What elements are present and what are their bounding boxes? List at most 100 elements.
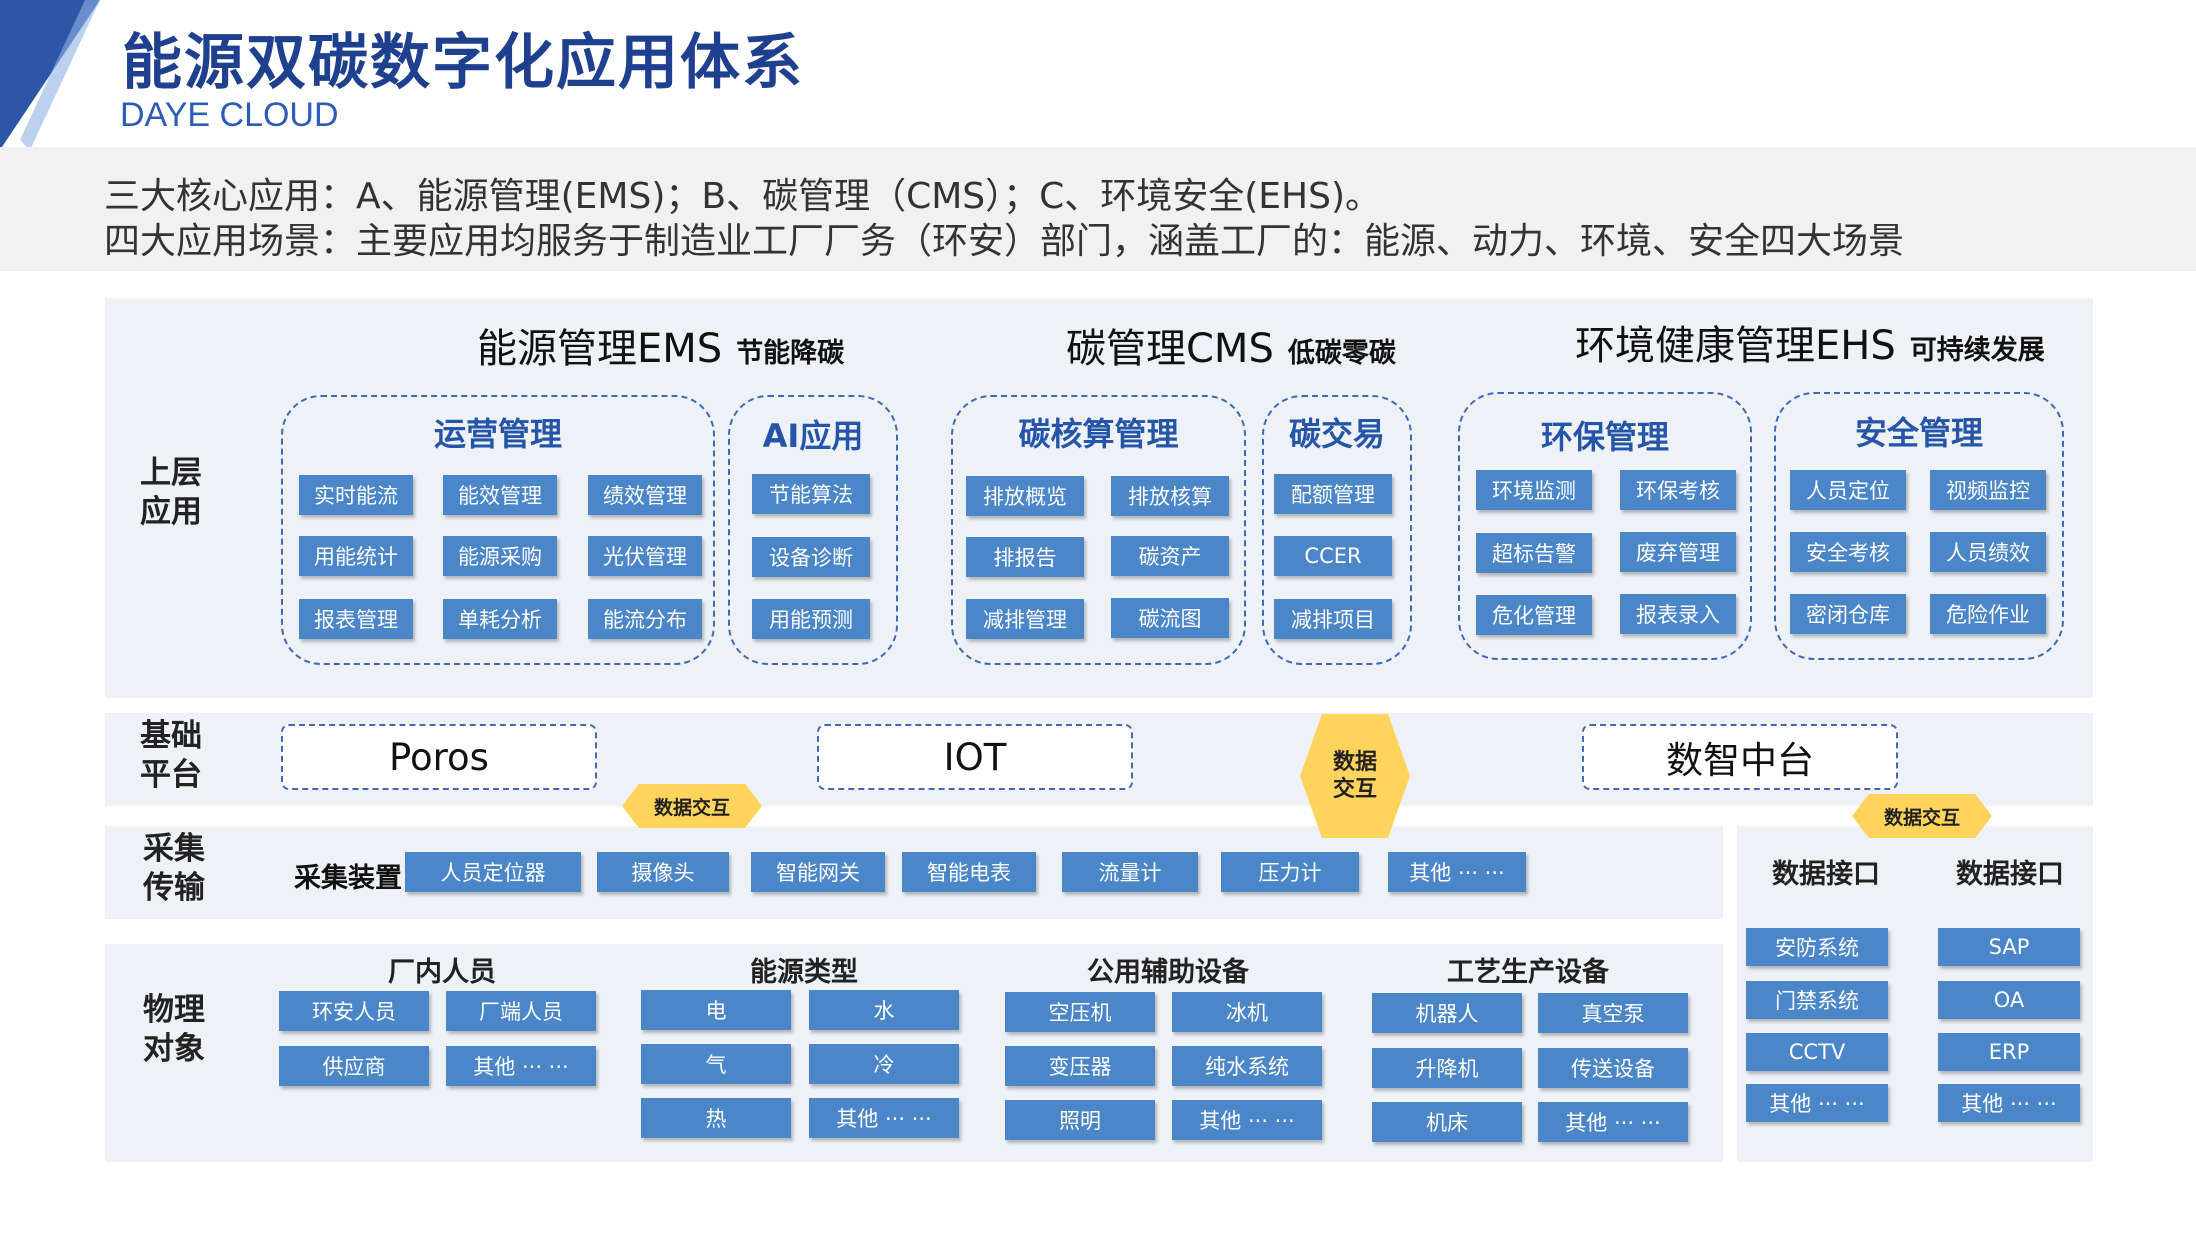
chip-interface-left[interactable]: 门禁系统 [1746, 981, 1888, 1019]
group-operations: 运营管理 [281, 395, 715, 665]
layer-label-base-text: 基础 平台 [140, 718, 202, 793]
chip-ai[interactable]: 设备诊断 [752, 537, 870, 577]
platform-iot[interactable]: IOT [817, 724, 1133, 790]
chip-safety[interactable]: 密闭仓库 [1790, 594, 1906, 634]
chip-safety[interactable]: 危险作业 [1930, 594, 2046, 634]
chip-carbon[interactable]: 排放概览 [966, 476, 1084, 516]
group-environment: 环保管理 [1458, 392, 1752, 660]
chip-interface-right[interactable]: OA [1938, 981, 2080, 1019]
chip-carbon[interactable]: 碳流图 [1111, 598, 1229, 638]
chip-physical-process[interactable]: 真空泵 [1538, 993, 1688, 1033]
chip-collect[interactable]: 智能电表 [902, 852, 1036, 892]
chip-ops[interactable]: 绩效管理 [588, 475, 702, 515]
chip-physical-utility[interactable]: 变压器 [1005, 1046, 1155, 1086]
chip-physical-process[interactable]: 其他 ··· ··· [1538, 1102, 1688, 1142]
data-exchange-banner-right: 数据交互 [1852, 794, 1992, 838]
chip-physical-utility[interactable]: 纯水系统 [1172, 1046, 1322, 1086]
chip-interface-left[interactable]: 安防系统 [1746, 928, 1888, 966]
chip-trade[interactable]: 减排项目 [1274, 599, 1392, 639]
chip-ops[interactable]: 能源采购 [443, 536, 557, 576]
chip-safety[interactable]: 安全考核 [1790, 532, 1906, 572]
chip-env[interactable]: 危化管理 [1476, 595, 1592, 635]
chip-interface-right[interactable]: ERP [1938, 1033, 2080, 1071]
summary-band: 三大核心应用：A、能源管理(EMS)；B、碳管理（CMS）；C、环境安全(EHS… [0, 147, 2196, 271]
group-title-carbon: 碳核算管理 [1018, 415, 1179, 453]
chip-env[interactable]: 环境监测 [1476, 470, 1592, 510]
chip-physical-people[interactable]: 其他 ··· ··· [446, 1046, 596, 1086]
chip-carbon[interactable]: 排放核算 [1111, 476, 1229, 516]
chip-physical-process[interactable]: 机器人 [1372, 993, 1522, 1033]
layer-label-physical: 物理 对象 [134, 991, 214, 1069]
layer-label-collect: 采集 传输 [134, 830, 214, 908]
app-tag-ems: 节能降碳 [736, 338, 845, 369]
chip-physical-process[interactable]: 机床 [1372, 1102, 1522, 1142]
chip-physical-utility[interactable]: 冰机 [1172, 992, 1322, 1032]
chip-safety[interactable]: 人员绩效 [1930, 532, 2046, 572]
chip-env[interactable]: 环保考核 [1620, 470, 1736, 510]
chip-ops[interactable]: 光伏管理 [588, 536, 702, 576]
chip-interface-left[interactable]: CCTV [1746, 1033, 1888, 1071]
category-title-people: 厂内人员 [388, 957, 496, 988]
chip-ops[interactable]: 单耗分析 [443, 599, 557, 639]
chip-ops[interactable]: 能效管理 [443, 475, 557, 515]
app-name-ems: 能源管理EMS [477, 326, 723, 372]
chip-physical-energy[interactable]: 冷 [809, 1044, 959, 1084]
group-ai: AI应用 [728, 395, 898, 665]
chip-collect[interactable]: 人员定位器 [405, 852, 581, 892]
app-tag-cms: 低碳零碳 [1287, 338, 1396, 369]
app-name-ehs: 环境健康管理EHS [1575, 323, 1896, 369]
chip-ai[interactable]: 节能算法 [752, 474, 870, 514]
chip-physical-utility[interactable]: 空压机 [1005, 992, 1155, 1032]
chip-ops[interactable]: 报表管理 [299, 599, 413, 639]
chip-physical-utility[interactable]: 照明 [1005, 1100, 1155, 1140]
chip-trade[interactable]: 配额管理 [1274, 474, 1392, 514]
chip-safety[interactable]: 视频监控 [1930, 470, 2046, 510]
group-title-operations: 运营管理 [433, 415, 562, 453]
chip-ops[interactable]: 实时能流 [299, 475, 413, 515]
chip-ai[interactable]: 用能预测 [752, 599, 870, 639]
chip-env[interactable]: 报表录入 [1620, 594, 1736, 634]
platform-data-middle[interactable]: 数智中台 [1582, 724, 1898, 790]
chip-ops[interactable]: 能流分布 [588, 599, 702, 639]
chip-carbon[interactable]: 排报告 [966, 537, 1084, 577]
chip-interface-right[interactable]: SAP [1938, 928, 2080, 966]
chip-interface-left[interactable]: 其他 ··· ··· [1746, 1084, 1888, 1122]
chip-carbon[interactable]: 减排管理 [966, 599, 1084, 639]
group-title-trade: 碳交易 [1288, 415, 1385, 453]
chip-physical-people[interactable]: 厂端人员 [446, 991, 596, 1031]
chip-trade[interactable]: CCER [1274, 536, 1392, 576]
layer-label-upper: 上层 应用 [131, 454, 211, 532]
chip-physical-energy[interactable]: 其他 ··· ··· [809, 1098, 959, 1138]
chip-safety[interactable]: 人员定位 [1790, 470, 1906, 510]
chip-collect[interactable]: 压力计 [1221, 852, 1359, 892]
chip-collect[interactable]: 其他 ··· ··· [1388, 852, 1526, 892]
chip-physical-process[interactable]: 升降机 [1372, 1048, 1522, 1088]
chip-physical-people[interactable]: 供应商 [279, 1046, 429, 1086]
group-carbon-trading: 碳交易 [1262, 395, 1412, 665]
chip-physical-utility[interactable]: 其他 ··· ··· [1172, 1100, 1322, 1140]
group-safety: 安全管理 [1774, 392, 2064, 660]
data-exchange-banner-left: 数据交互 [622, 784, 762, 828]
chip-interface-right[interactable]: 其他 ··· ··· [1938, 1084, 2080, 1122]
chip-physical-energy[interactable]: 气 [641, 1044, 791, 1084]
chip-physical-people[interactable]: 环安人员 [279, 991, 429, 1031]
chip-carbon[interactable]: 碳资产 [1111, 536, 1229, 576]
chip-collect[interactable]: 流量计 [1062, 852, 1198, 892]
chip-physical-energy[interactable]: 电 [641, 990, 791, 1030]
platform-poros[interactable]: Poros [281, 724, 597, 790]
chip-physical-energy[interactable]: 热 [641, 1098, 791, 1138]
chip-env[interactable]: 超标告警 [1476, 533, 1592, 573]
category-title-utility: 公用辅助设备 [1087, 957, 1249, 988]
chip-physical-process[interactable]: 传送设备 [1538, 1048, 1688, 1088]
chip-env[interactable]: 废弃管理 [1620, 532, 1736, 572]
layer-label-upper-text: 上层 应用 [140, 455, 202, 530]
chip-physical-energy[interactable]: 水 [809, 990, 959, 1030]
data-exchange-vertical-label: 数据 交互 [1332, 750, 1377, 802]
group-title-env: 环保管理 [1540, 418, 1669, 456]
logo-corner-shape [0, 0, 100, 150]
chip-collect[interactable]: 摄像头 [597, 852, 729, 892]
chip-collect[interactable]: 智能网关 [751, 852, 885, 892]
group-carbon-accounting: 碳核算管理 [951, 395, 1246, 665]
chip-ops[interactable]: 用能统计 [299, 536, 413, 576]
